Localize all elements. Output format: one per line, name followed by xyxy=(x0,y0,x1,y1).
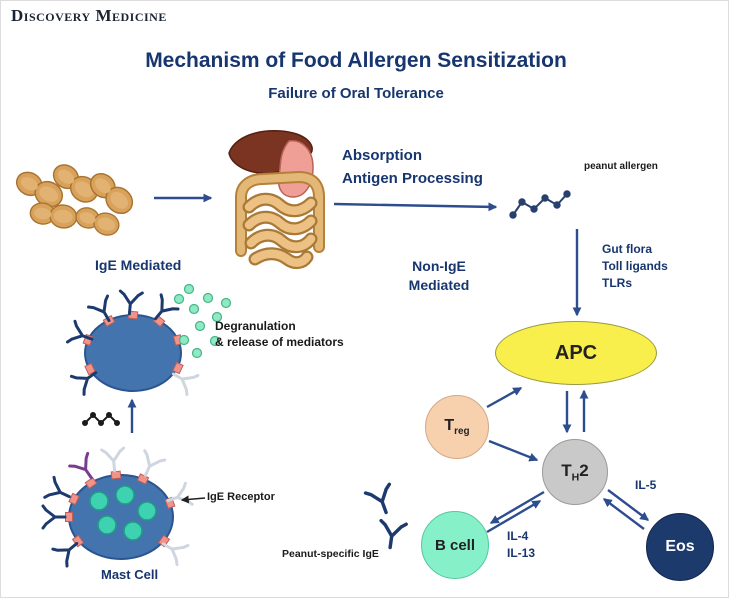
degranulation-line2: & release of mediators xyxy=(215,335,344,349)
th2-cell: TH2 xyxy=(542,439,608,505)
mast-cell-illustration xyxy=(41,446,194,568)
crosslinking-allergen-icon xyxy=(82,412,120,426)
arrow-treg-to-th2 xyxy=(488,439,539,462)
peanut-allergen-label: peanut allergen xyxy=(584,161,658,172)
diagram-title: Mechanism of Food Allergen Sensitization xyxy=(145,49,567,72)
absorption-line2: Antigen Processing xyxy=(342,170,483,187)
th2-label: TH2 xyxy=(561,460,589,484)
ige-mediated-label: IgE Mediated xyxy=(95,257,182,273)
ige-receptor-antibodies xyxy=(41,446,194,568)
tlrs-label: TLRs xyxy=(602,276,632,290)
apc-label: APC xyxy=(554,341,598,364)
arrow-ige-receptor-pointer xyxy=(180,495,206,504)
allergen-molecule-illustration xyxy=(509,190,571,219)
treg-cell: Treg xyxy=(425,395,489,459)
diagram-subtitle: Failure of Oral Tolerance xyxy=(268,85,444,102)
arrow-gut-to-allergen xyxy=(333,202,498,212)
gut-flora-label: Gut flora xyxy=(602,242,652,256)
apc-cell: APC xyxy=(495,321,657,385)
publisher-logo: Discovery Medicine xyxy=(11,6,167,25)
toll-ligands-label: Toll ligands xyxy=(602,259,668,273)
mast-cell-label: Mast Cell xyxy=(101,567,159,582)
bcell-label: B cell xyxy=(434,536,476,554)
intestines-shape xyxy=(235,170,325,270)
gut-signals-label: Gut flora Toll ligands TLRs xyxy=(602,241,668,292)
arrow-treg-to-apc xyxy=(486,386,523,409)
il13-label: IL-13 xyxy=(507,546,536,560)
peanut-specific-ige-antibodies xyxy=(363,482,408,551)
non-ige-mediated-label: Non-IgE Mediated xyxy=(391,257,487,295)
membrane-receptors xyxy=(65,470,176,548)
absorption-line1: Absorption xyxy=(342,147,422,164)
bcell-cell: B cell xyxy=(421,511,489,579)
stomach-shape xyxy=(277,140,314,198)
membrane-receptors xyxy=(82,310,184,376)
bound-ige-antibodies xyxy=(65,289,200,397)
il4-label: IL-4 xyxy=(507,529,529,543)
eos-cell: Eos xyxy=(646,513,714,581)
degranulation-label: Degranulation & release of mediators xyxy=(215,318,344,350)
eos-label: Eos xyxy=(665,538,695,555)
ige-receptor-label: IgE Receptor xyxy=(207,491,275,503)
degranulating-cell-illustration xyxy=(65,283,232,397)
il4-il13-label: IL-4 IL-13 xyxy=(507,528,535,562)
arrow-th2-to-bcell xyxy=(489,490,545,525)
treg-label: Treg xyxy=(444,416,470,438)
arrow-th2-to-eos xyxy=(607,489,650,521)
granules xyxy=(89,485,157,541)
non-ige-line1: Non-IgE xyxy=(412,258,466,274)
digestive-organs-illustration xyxy=(228,130,325,270)
non-ige-line2: Mediated xyxy=(408,277,470,293)
arrow-eos-to-th2 xyxy=(602,498,645,530)
peanut-specific-ige-label: Peanut-specific IgE xyxy=(282,548,379,560)
liver-shape xyxy=(228,130,313,175)
il5-label: IL-5 xyxy=(635,478,657,492)
absorption-label: Absorption Antigen Processing xyxy=(342,144,483,190)
degranulation-line1: Degranulation xyxy=(215,319,296,333)
peanuts-illustration xyxy=(11,158,139,239)
